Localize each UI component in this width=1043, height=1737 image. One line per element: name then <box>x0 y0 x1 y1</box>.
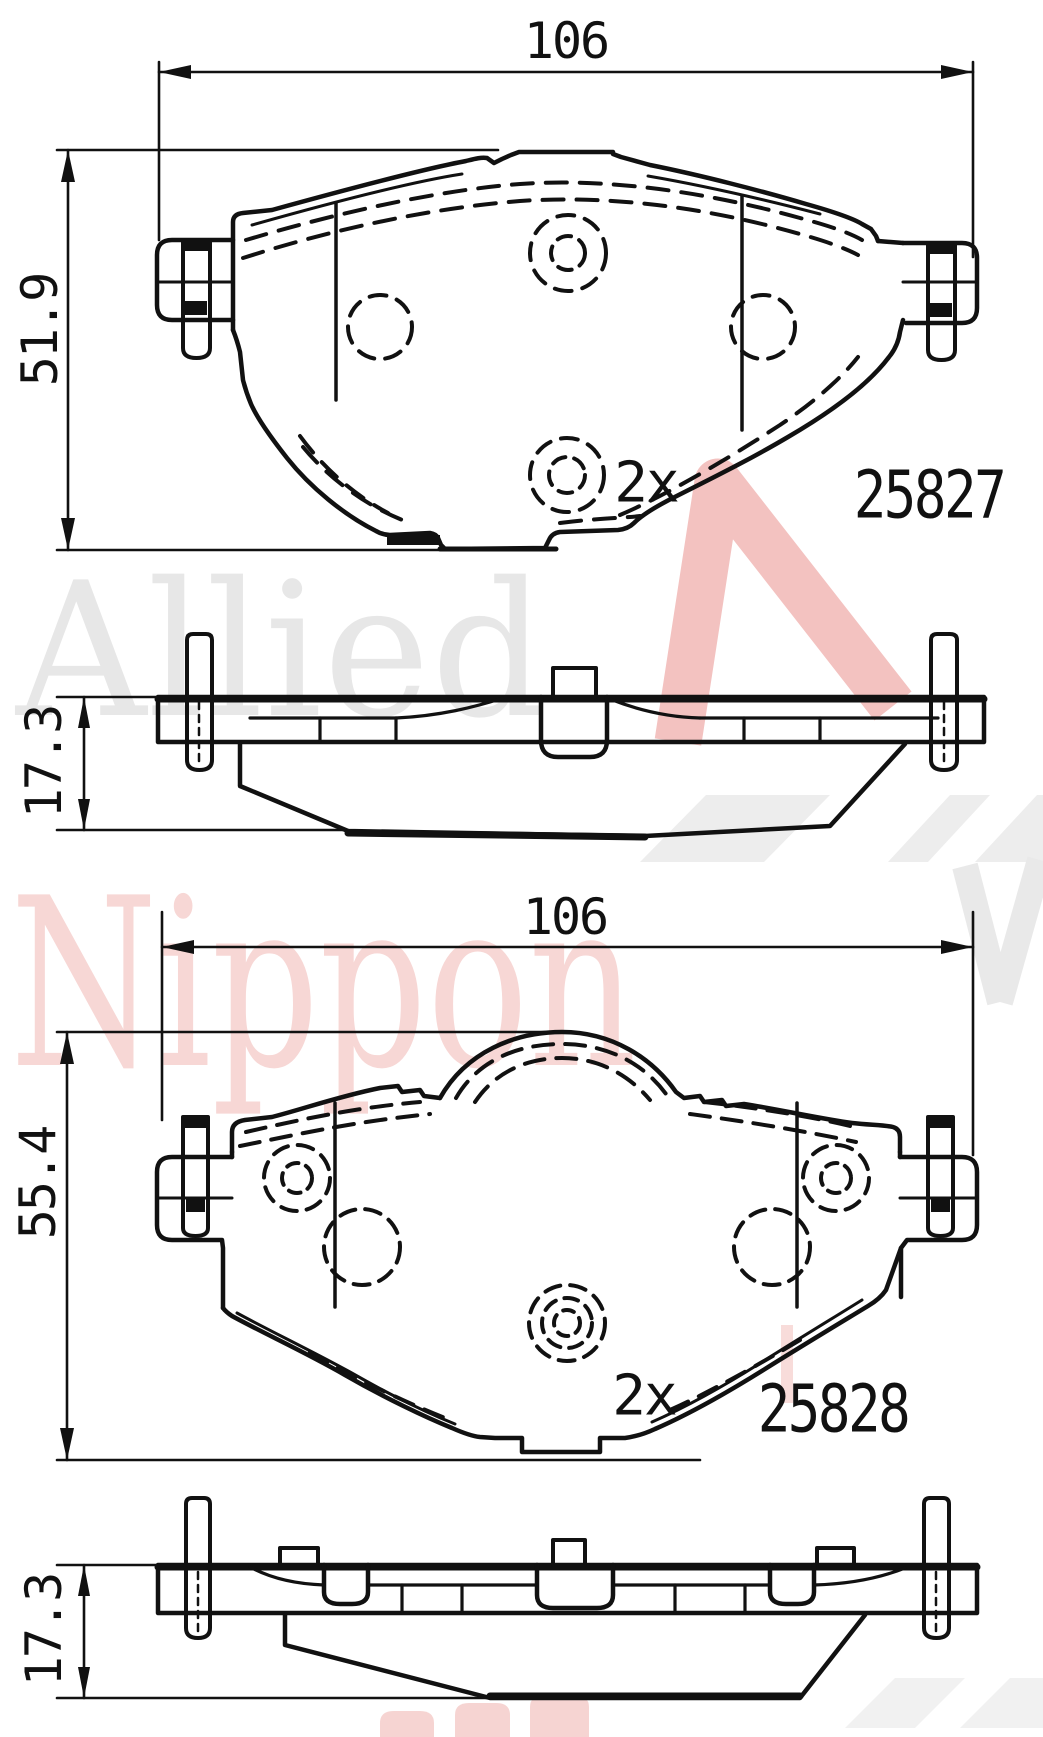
pad2-part-number: 25828 <box>757 1370 911 1448</box>
pad2-width-dimension: 106 <box>522 888 609 946</box>
plate-interface-lines-2 <box>248 1565 907 1615</box>
pad1-thickness-dimension: 17.3 <box>15 705 73 819</box>
pad-front-view-25827 <box>154 149 980 552</box>
mounting-holes-2 <box>262 1143 871 1363</box>
friction-outline-dashed-2 <box>238 1042 860 1420</box>
dimension-arrows-pad2 <box>60 940 973 1460</box>
dimension-arrows-side1 <box>78 697 90 830</box>
dimension-lines-pad2 <box>55 910 975 1462</box>
pad1-height-dimension: 51.9 <box>11 273 69 387</box>
mounting-holes <box>346 213 797 514</box>
pad-side-view-25828 <box>55 1496 981 1701</box>
plate-interface-lines <box>248 696 940 744</box>
dimension-arrows-side2 <box>78 1565 90 1698</box>
pad2-thickness-dimension: 17.3 <box>15 1573 73 1687</box>
pad1-width-dimension: 106 <box>523 12 610 70</box>
pad1-quantity-label: 2x <box>614 450 679 516</box>
dimension-arrows-pad1 <box>61 65 973 550</box>
friction-outline-dashed <box>241 180 864 525</box>
pad-side-view-25827 <box>55 632 988 841</box>
pad1-part-number: 25827 <box>853 456 1007 534</box>
pad-front-view-25828 <box>154 1029 980 1455</box>
pad2-height-dimension: 55.4 <box>9 1126 67 1240</box>
pad2-quantity-label: 2x <box>612 1363 677 1429</box>
